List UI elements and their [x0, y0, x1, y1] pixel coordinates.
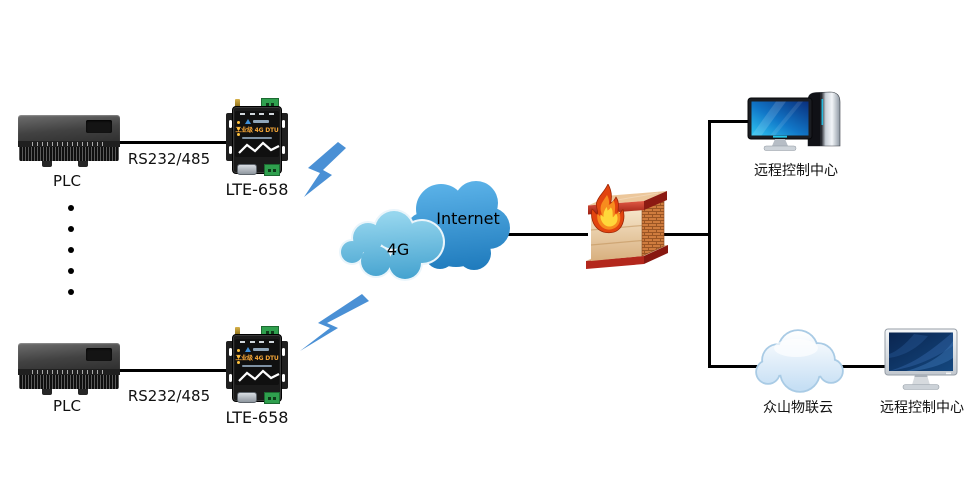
mounting-ear: [279, 341, 288, 389]
dtu-bottom-label: LTE-658: [225, 408, 289, 427]
plc-foot: [42, 389, 52, 395]
light-cloud-icon: [755, 329, 844, 393]
terminal-block-icon: [264, 164, 280, 176]
monitor-stand: [912, 375, 930, 385]
signal-zigzag-graphic: [238, 369, 280, 382]
serial-link-top-label: RS232/485: [127, 150, 211, 168]
dtu-modem-icon: 工业级 4G DTU: [226, 326, 288, 404]
remote-center-bottom-label: 远程控制中心: [880, 400, 964, 416]
dtu-front-panel: 工业级 4G DTU: [235, 339, 280, 385]
desktop-computer-icon: [747, 91, 841, 151]
link-junction-iot-cloud: [708, 365, 760, 368]
screen-swirls: [889, 332, 953, 371]
led-indicators: [237, 121, 240, 136]
ellipsis-dot: [68, 289, 74, 295]
junction-vertical-line: [708, 120, 711, 368]
link-plc-bottom-dtu-bottom: [118, 369, 228, 372]
serial-link-bottom-label: RS232/485: [127, 387, 211, 405]
plc-vent-grille: [19, 375, 119, 389]
plc-inset-panel: [86, 348, 112, 361]
cloud-highlight: [774, 339, 818, 357]
db9-serial-port-icon: [237, 164, 257, 175]
mounting-ear: [226, 113, 235, 161]
plc-terminal-ticks: [32, 142, 106, 146]
ellipsis-dot: [68, 268, 74, 274]
plc-bottom-label: PLC: [53, 397, 81, 415]
dtu-subtitle-bar: [242, 137, 272, 139]
brand-logo-icon: [245, 119, 269, 124]
flame-icon: [591, 184, 625, 234]
link-internet-firewall: [506, 233, 588, 236]
mounting-ear: [226, 341, 235, 389]
link-iot-cloud-remote-center-bottom: [840, 365, 888, 368]
link-firewall-junction: [664, 233, 710, 236]
monitor: [747, 97, 813, 151]
dtu-device-title: 工业级 4G DTU: [235, 127, 279, 134]
led-indicators: [237, 349, 240, 364]
4g-cloud-label: 4G: [386, 240, 410, 259]
lightning-bolt-icon: [304, 142, 346, 197]
remote-center-top-label: 远程控制中心: [754, 163, 838, 179]
internet-cloud-label: Internet: [436, 209, 500, 228]
monitor-base: [902, 384, 940, 390]
dtu-modem-icon: 工业级 4G DTU: [226, 98, 288, 176]
plc-inset-panel: [86, 120, 112, 133]
iot-cloud-label: 众山物联云: [763, 400, 833, 416]
dtu-front-panel: 工业级 4G DTU: [235, 111, 280, 157]
dtu-top-markings: [240, 113, 274, 115]
terminal-block-icon: [264, 392, 280, 404]
dtu-subtitle-bar: [242, 365, 272, 367]
mounting-ear: [279, 113, 288, 161]
internet-4g-cloud-icon: [339, 181, 510, 281]
plc-foot: [78, 161, 88, 167]
lightning-bolt-icon: [300, 294, 369, 351]
stand-shadow: [914, 375, 928, 377]
tower-case: [807, 91, 841, 147]
4g-cloud-shape: [341, 211, 443, 279]
ellipsis-dot: [68, 247, 74, 253]
brand-logo-icon: [245, 347, 269, 352]
firewall-flame-icon: [586, 184, 668, 269]
ellipsis-dot: [68, 205, 74, 211]
db9-serial-port-icon: [237, 392, 257, 403]
dtu-top-markings: [240, 341, 274, 343]
plc-terminal-ticks: [32, 370, 106, 374]
antenna-connector-icon: [235, 327, 240, 335]
bezel-badge: [946, 372, 951, 375]
plc-top-label: PLC: [53, 172, 81, 190]
plc-foot: [78, 389, 88, 395]
link-junction-remote-center-top: [708, 120, 756, 123]
monitor-icon: [884, 328, 958, 390]
plc-device-icon: [16, 340, 122, 400]
plc-device-icon: [16, 112, 122, 172]
dtu-device-title: 工业级 4G DTU: [235, 355, 279, 362]
antenna-connector-icon: [235, 99, 240, 107]
plc-vent-grille: [19, 147, 119, 161]
plc-foot: [42, 161, 52, 167]
ellipsis-dot: [68, 226, 74, 232]
dtu-top-label: LTE-658: [225, 180, 289, 199]
signal-zigzag-graphic: [238, 141, 280, 154]
link-plc-top-dtu-top: [118, 141, 228, 144]
